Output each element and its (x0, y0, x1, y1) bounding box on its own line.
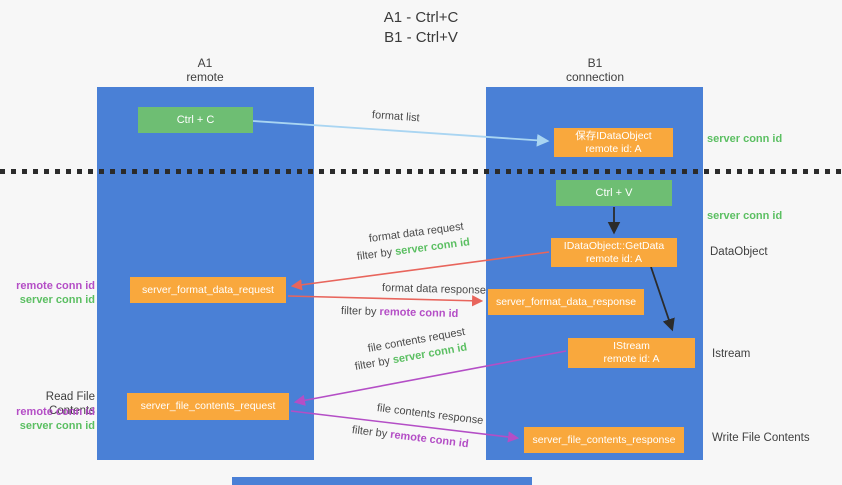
write-file-contents-annotation: Write File Contents (712, 432, 810, 444)
server-file-contents-response-node: server_file_contents_response (524, 427, 684, 453)
filter-by-remote-conn-id-label-2: filter by remote conn id (351, 424, 469, 450)
lifeline-header-b1: B1 connection (545, 56, 645, 84)
lifeline-b1-role: connection (565, 70, 625, 84)
file-response-label: server_file_contents_response (532, 433, 676, 446)
save-idataobject-line1: 保存IDataObject (575, 129, 652, 142)
format-request-label: server_format_data_request (142, 283, 274, 296)
remote-conn-id-annotation-top: remote conn id (16, 280, 95, 292)
format-response-label: server_format_data_response (495, 295, 637, 308)
lifeline-b1-name: B1 (587, 56, 603, 70)
file-contents-response-label: file contents response (376, 402, 484, 427)
filter-by-remote-conn-id-label-1: filter by remote conn id (341, 305, 459, 320)
server-format-data-request-node: server_format_data_request (130, 277, 286, 303)
title-line-1: A1 - Ctrl+C (383, 9, 459, 26)
filter-by-text: filter by (340, 305, 380, 319)
filter-by-text: filter by (351, 424, 391, 441)
format-data-response-arrow (287, 295, 484, 307)
filter-by-text: filter by (353, 354, 394, 373)
ctrl-v-label: Ctrl + V (595, 186, 633, 199)
server-format-data-response-node: server_format_data_response (488, 289, 644, 315)
save-idataobject-node: 保存IDataObject remote id: A (554, 128, 673, 157)
istream-line2: remote id: A (603, 353, 660, 365)
format-list-label: format list (371, 109, 420, 125)
file-request-label: server_file_contents_request (140, 400, 276, 412)
server-conn-id-annotation-left-top: server conn id (19, 294, 95, 306)
ctrl-c-label: Ctrl + C (176, 113, 215, 126)
lifeline-header-a1: A1 remote (155, 56, 255, 84)
dataobject-annotation: DataObject (710, 246, 768, 258)
title-line-2: B1 - Ctrl+V (384, 29, 458, 46)
bottom-blue-strip (232, 477, 532, 485)
read-file-contents-annotation: Read File Contents (45, 391, 95, 417)
lifeline-a1-role: remote (186, 70, 224, 84)
istream-annotation: Istream (712, 348, 751, 360)
server-conn-id-annotation-left-bottom: server conn id (19, 420, 95, 432)
format-data-response-label: format data response (381, 282, 487, 297)
istream-line1: IStream (613, 340, 650, 352)
lifeline-a1-name: A1 (197, 56, 213, 70)
remote-conn-id-annotation-bottom: remote conn id (16, 406, 95, 418)
ctrl-c-node: Ctrl + C (138, 107, 253, 133)
server-conn-id-annotation-mid: server conn id (707, 210, 783, 222)
save-idataobject-line2: remote id: A (585, 142, 642, 155)
filter-by-text: filter by (356, 246, 396, 263)
diagram-title: A1 - Ctrl+C B1 - Ctrl+V (0, 8, 842, 48)
istream-node: IStream remote id: A (568, 338, 695, 368)
getdata-line2: remote id: A (585, 252, 643, 265)
server-file-contents-request-node: server_file_contents_request (127, 393, 289, 420)
ctrl-v-node: Ctrl + V (556, 180, 672, 206)
remote-conn-id-text: remote conn id (379, 306, 459, 321)
server-conn-id-annotation-top: server conn id (707, 133, 783, 145)
remote-conn-id-text: remote conn id (389, 428, 470, 451)
session-separator-dotted-line (0, 169, 842, 174)
getdata-node: IDataObject::GetData remote id: A (551, 238, 677, 267)
getdata-line1: IDataObject::GetData (563, 239, 665, 252)
